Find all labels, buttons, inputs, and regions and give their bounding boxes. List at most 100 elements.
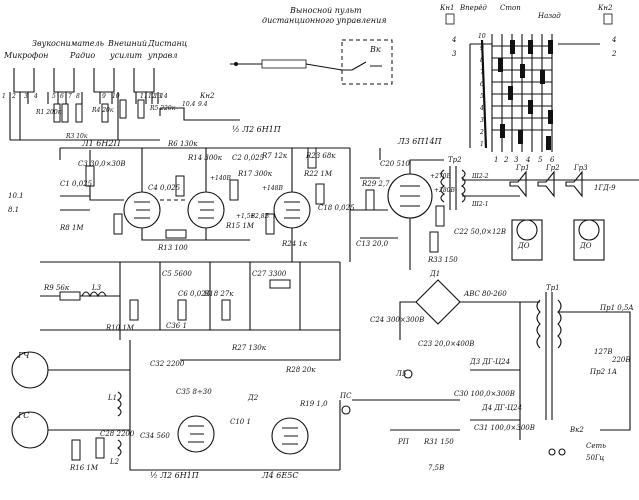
remote-cable [230,63,343,71]
vk2-label: Вк2 [569,426,584,434]
preamp-stage: C1 0,025 R8 1М C3 30,0×30В C4 0,025 R13 … [59,147,355,263]
svg-text:9: 9 [102,93,106,100]
r3-label: R3 10к [65,133,88,140]
r22-label: R22 1М [303,170,333,178]
button-kn2-label: Кн2 [597,4,613,12]
c20-label: C20 510 [380,160,410,168]
remote-box [341,39,393,85]
c5-label: C5 5600 [162,270,192,278]
tube-l1-bottom-label: ½ Л2 6Н1П [150,471,200,480]
c6-label: C6 0,025 [178,290,211,298]
gr2-label: Гр2 [545,164,560,172]
r28-label: R28 20к [285,366,316,374]
svg-text:+280В: +280В [434,187,455,194]
svg-text:9.4: 9.4 [198,101,208,108]
c30-label: C30 100,0×300В [454,390,515,398]
svg-text:5: 5 [52,93,56,100]
r17-label: R17 300к [237,170,273,178]
svg-text:2: 2 [479,129,484,136]
c32-label: C32 2200 [150,360,185,368]
r27-label: R27 130к [231,344,267,352]
svg-text:+140В: +140В [210,175,231,182]
svg-text:7: 7 [480,69,484,76]
tube-l1-label: Л1 6Н2П [81,139,121,148]
svg-text:13: 13 [154,93,162,100]
svg-text:2: 2 [611,50,617,58]
r33-label: R33 150 [427,256,458,264]
tube-l1bottom [177,415,215,453]
tube-l3-label: Л3 6П14П [397,137,443,146]
heads-and-indicator: ГЧ ГС R16 1М C28 2200 L1 L2 ½ Л2 6Н1П Л4… [11,340,460,480]
r8-label: R8 1М [59,224,84,232]
c23-label: C23 20,0×400В [418,340,474,348]
c35-label: C35 8÷30 [176,388,212,396]
c34-label: C34 560 [140,432,170,440]
svg-text:4: 4 [479,105,484,112]
input-sound-pickup-label: Звукосниматель [32,39,104,48]
tube-l4-label: Л4 6Е5С [261,471,298,480]
input-ext-amp-line2: усилит [109,51,143,60]
tr1-label: Тр1 [546,284,560,292]
input-radio-label: Радио [69,51,95,60]
svg-text:+148В: +148В [262,185,283,192]
svg-text:8: 8 [76,93,80,100]
input-remote-line2: управл [147,51,177,60]
remote-title-line1: Выносной пульт [289,6,362,15]
do2-indicator [578,219,600,241]
tube-l4 [271,417,309,455]
remote-switch [340,61,382,71]
d4-label: Д4 ДГ-Ц24 [481,404,522,412]
svg-text:1: 1 [480,141,484,148]
bp-num-4: 4 [525,156,530,164]
r29-label: R29 2,7 [361,180,390,188]
c18-label: C18 0,025 [318,204,355,212]
svg-text:7: 7 [68,93,72,100]
gr1-label: Гр1 [515,164,530,172]
input-ext-amp-line1: Внешний [107,39,147,48]
avs-label: АВС 80-260 [463,290,507,298]
pr2-label: Пр2 1А [589,368,617,376]
c36-label: C36 1 [166,322,187,330]
svg-text:10: 10 [478,33,486,40]
ps-label: ПС [339,392,352,400]
svg-text:8.1: 8.1 [8,206,19,214]
l3-coil-label: L3 [91,284,102,292]
pr1-label: Пр1 0,5А [599,304,634,312]
svg-text:12: 12 [148,93,156,100]
r16-label: R16 1М [69,464,99,472]
c3-label: C3 30,0×30В [78,160,126,168]
svg-text:+1,5В: +1,5В [236,213,256,220]
r9-label: R9 56к [43,284,70,292]
remote-control-panel: Выносной пульт дистанционного управления… [230,6,393,85]
c4-label: C4 0,025 [148,184,181,192]
svg-text:14: 14 [160,93,168,100]
remote-title-line2: дистанционного управления [262,16,387,25]
svg-text:+2,8В: +2,8В [250,213,270,220]
tv-label: 7,5В [428,464,444,472]
svg-text:Ш2-1: Ш2-1 [471,201,489,208]
r31-label: R31 150 [423,438,454,446]
button-stop-label: Стоп [500,4,521,12]
l2-coil-label: L2 [109,458,120,466]
r1-label: R1 200к [35,109,62,116]
c13-label: C13 20,0 [356,240,389,248]
v127-label: 127В [594,348,613,356]
gs-label: ГС [17,411,29,420]
c24-label: C24 300×300В [370,316,424,324]
remote-switch-label: Вк [369,45,381,54]
buttons-panel: Кн1 Вперёд Стоп Назад Кн2 4 3 4 2 1 2 3 … [439,4,617,164]
c31-label: C31 100,0×300В [474,424,535,432]
svg-text:5: 5 [480,93,484,100]
svg-text:8: 8 [480,57,484,64]
svg-text:3: 3 [24,93,28,100]
bp-num-2: 2 [503,156,509,164]
bp-num-3: 3 [514,156,519,164]
d3-label: Д3 ДГ-Ц24 [469,358,510,366]
v220-label: 220В [611,356,631,364]
svg-text:9: 9 [480,45,484,52]
bp-num-5: 5 [538,156,543,164]
d2-label: Д2 [247,394,259,402]
r13-label: R13 100 [157,244,188,252]
gch-label: ГЧ [17,351,30,360]
